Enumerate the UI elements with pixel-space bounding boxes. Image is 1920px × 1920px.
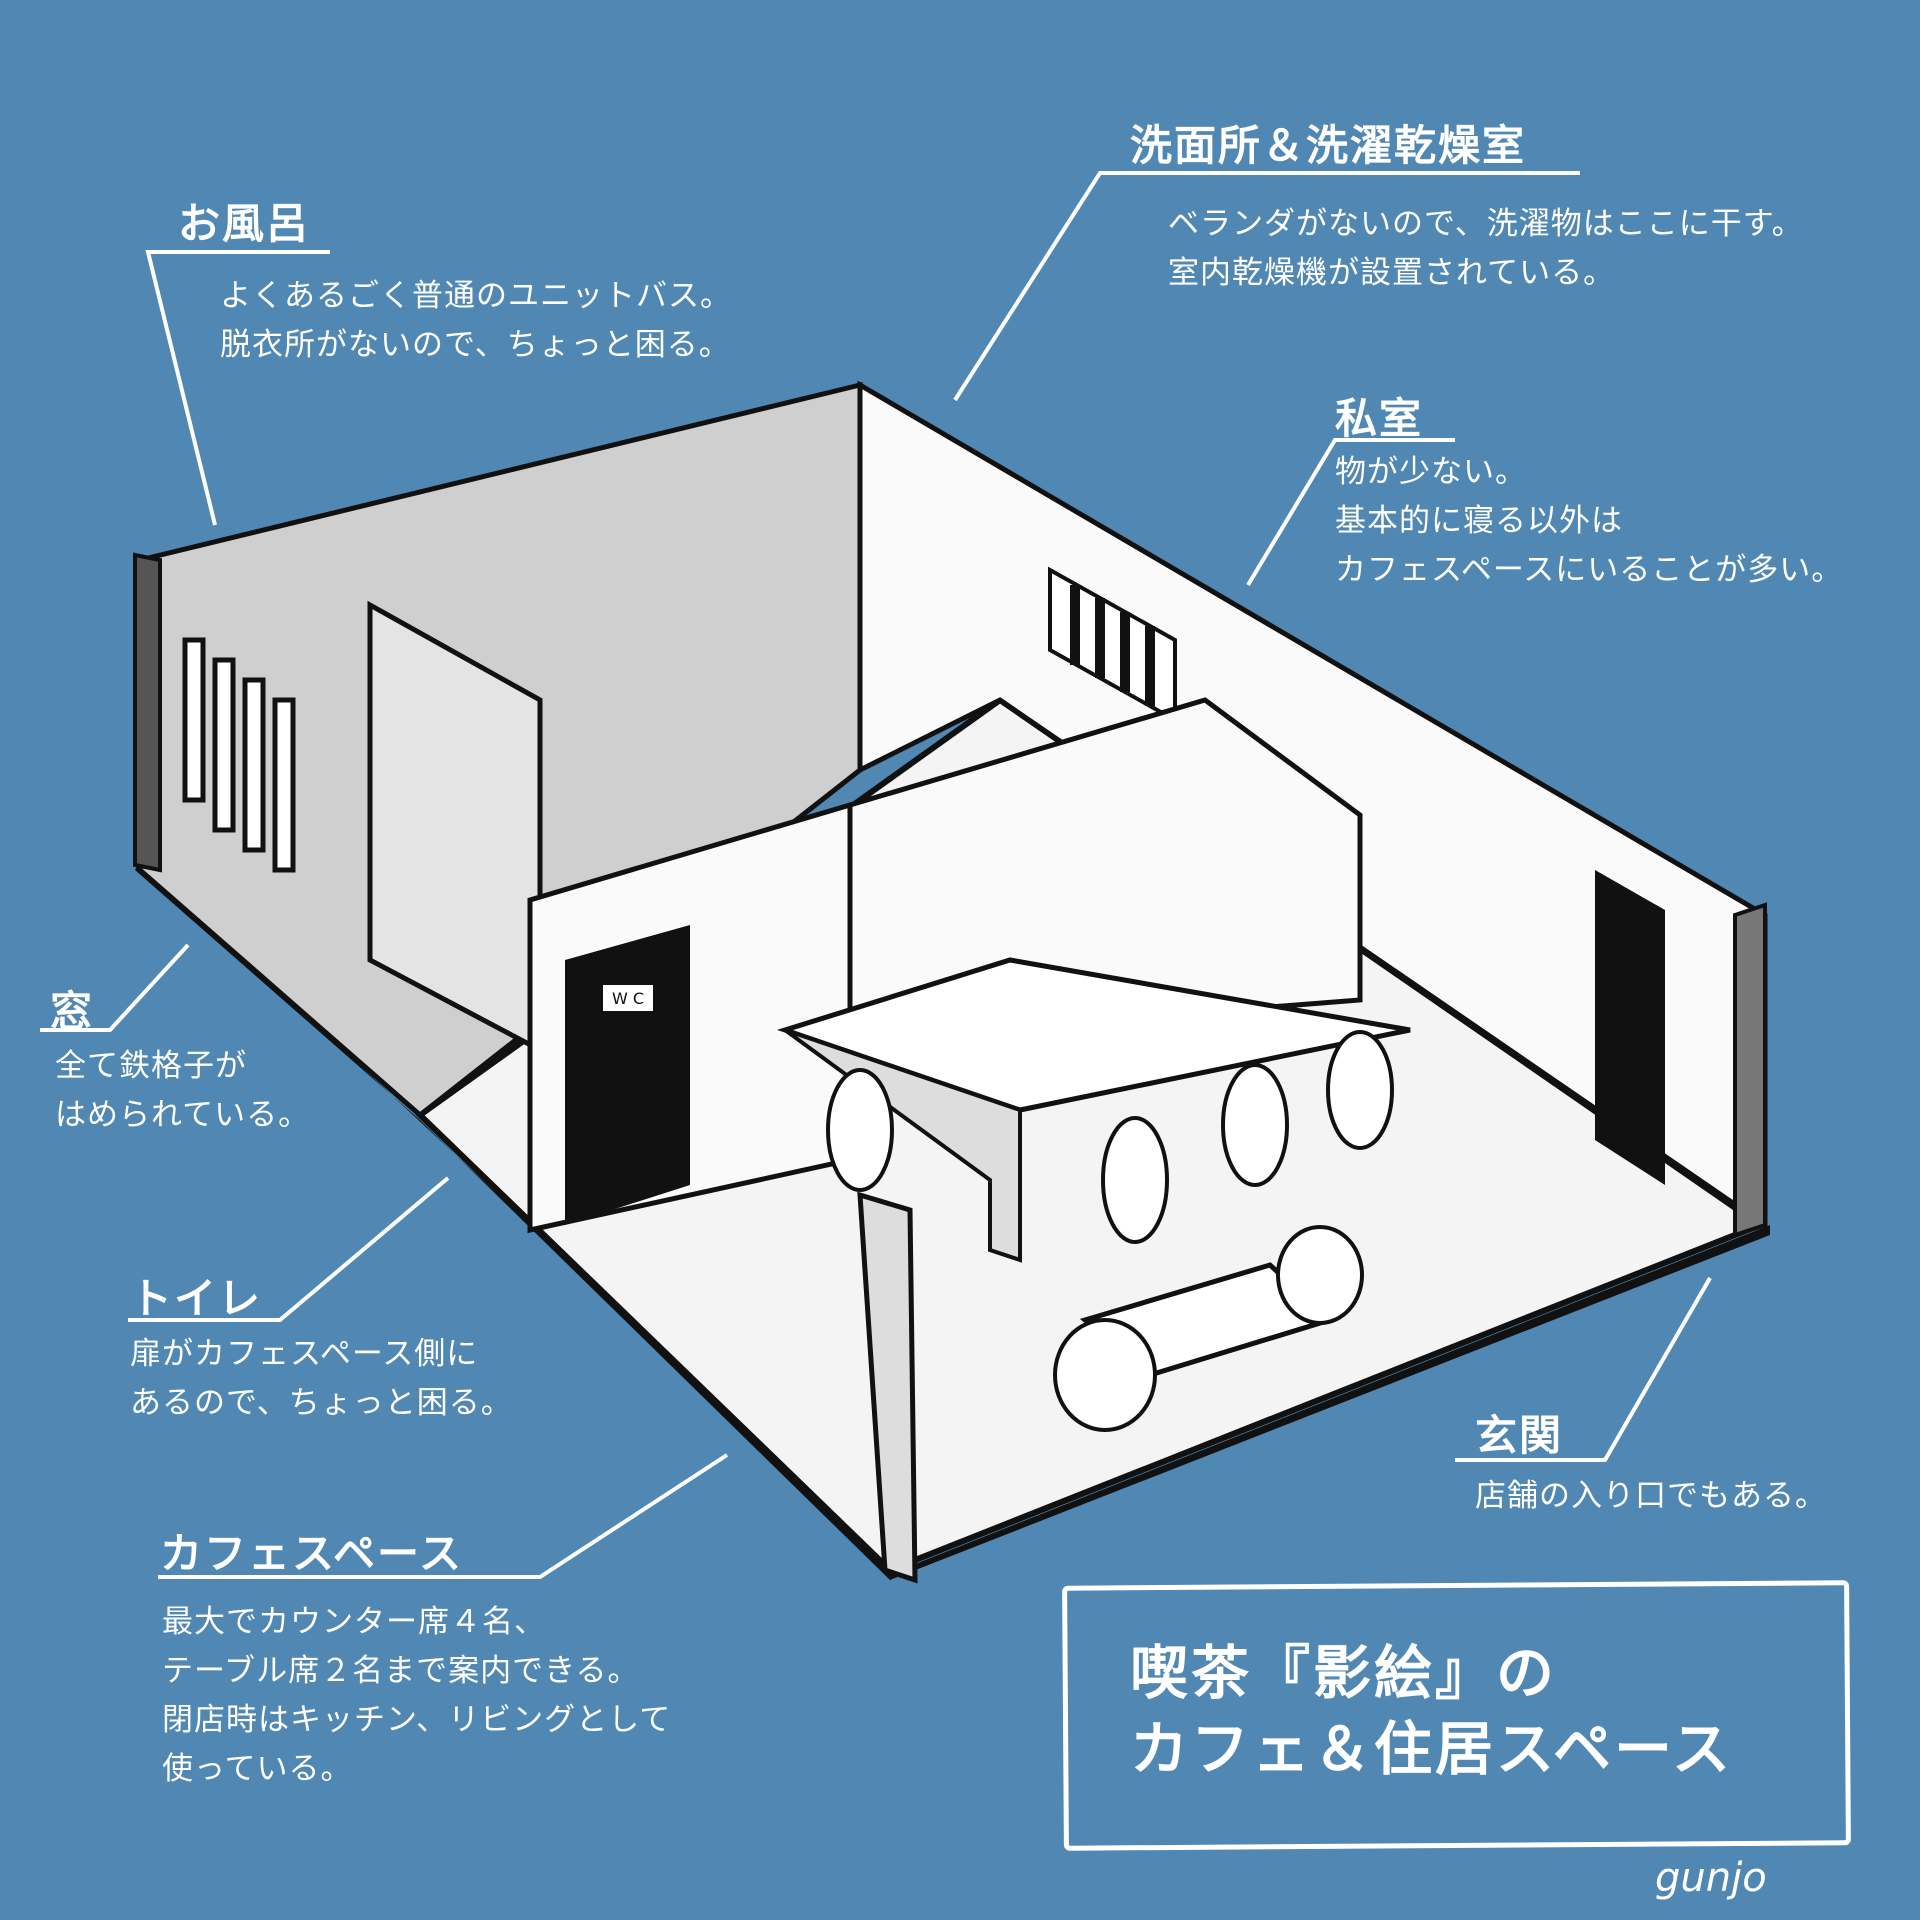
front-pillar <box>857 1191 918 1584</box>
toilet-line: 扉がカフェスペース側に <box>130 1336 479 1372</box>
artist-signature: gunjo <box>1655 1855 1767 1901</box>
bath-line: 脱衣所がないので、ちょっと困る。 <box>220 327 731 363</box>
cafe-description: 最大でカウンター席４名、 テーブル席２名まで案内できる。 閉店時はキッチン、リビ… <box>162 1598 671 1794</box>
leader-laundry <box>953 171 1580 402</box>
private-room-description: 物が少ない。 基本的に寝る以外は カフェスペースにいることが多い。 <box>1335 448 1843 595</box>
private-room-window <box>1048 566 1177 724</box>
table-chairs <box>1053 1225 1364 1432</box>
leader-toilet <box>128 1176 450 1322</box>
leader-entrance <box>1455 1277 1712 1462</box>
left-outer-wall <box>133 552 162 873</box>
laundry-line: 室内乾燥機が設置されている。 <box>1168 255 1616 291</box>
counter-front <box>783 1028 1022 1263</box>
leader-cafe <box>158 1453 729 1579</box>
cafe-line: テーブル席２名まで案内できる。 <box>162 1653 640 1689</box>
bath-description: よくあるごく普通のユニットバス。 脱衣所がないので、ちょっと困る。 <box>220 272 732 370</box>
window-line: はめられている。 <box>55 1097 311 1133</box>
window-description: 全て鉄格子が はめられている。 <box>55 1042 310 1140</box>
laundry-line: ベランダがないので、洗濯物はここに干す。 <box>1168 206 1804 242</box>
window-title: 窓 <box>50 987 95 1036</box>
annotation-bath: お風呂 <box>178 190 310 251</box>
private-room-line: 基本的に寝る以外は <box>1335 503 1623 539</box>
bath-title: お風呂 <box>178 199 311 248</box>
entrance-line: 店舗の入り口でもある。 <box>1475 1478 1827 1514</box>
cafe-line: 最大でカウンター席４名、 <box>162 1604 546 1640</box>
bath-line: よくあるごく普通のユニットバス。 <box>220 278 732 314</box>
cafe-line: 閉店時はキッチン、リビングとして <box>162 1702 672 1738</box>
wc-sign-text: W C <box>612 989 644 1008</box>
window-line: 全て鉄格子が <box>55 1048 247 1084</box>
title-line-1: 喫茶『影絵』の <box>1130 1639 1558 1707</box>
laundry-title: 洗面所＆洗濯乾燥室 <box>1130 121 1527 170</box>
toilet-line: あるので、ちょっと困る。 <box>130 1385 513 1421</box>
private-room-title: 私室 <box>1335 394 1424 443</box>
cafe-line: 使っている。 <box>162 1751 353 1787</box>
right-pillar <box>1733 902 1767 1238</box>
entrance-title: 玄関 <box>1475 1411 1564 1460</box>
toilet-door <box>565 925 690 1225</box>
leader-private <box>1246 438 1455 587</box>
wc-sign <box>603 985 653 1011</box>
title-line-2: カフェ＆住居スペース <box>1130 1715 1734 1783</box>
entrance-door <box>1595 870 1665 1185</box>
laundry-description: ベランダがないので、洗濯物はここに干す。 室内乾燥機が設置されている。 <box>1168 200 1804 298</box>
kitchen-wall <box>847 697 1363 1043</box>
bar-stools <box>826 1030 1394 1244</box>
toilet-description: 扉がカフェスペース側に あるので、ちょっと困る。 <box>130 1330 513 1428</box>
private-room-line: カフェスペースにいることが多い。 <box>1335 552 1844 588</box>
entrance-description: 店舗の入り口でもある。 <box>1475 1472 1827 1521</box>
toilet-title: トイレ <box>130 1274 263 1323</box>
private-room-line: 物が少ない。 <box>1335 454 1527 490</box>
cafe-title: カフェスペース <box>160 1529 463 1578</box>
leader-bath-diag <box>145 250 330 526</box>
window-bars <box>182 637 296 873</box>
title-box-text: 喫茶『影絵』の カフェ＆住居スペース <box>1130 1635 1733 1787</box>
leader-window <box>40 943 190 1032</box>
